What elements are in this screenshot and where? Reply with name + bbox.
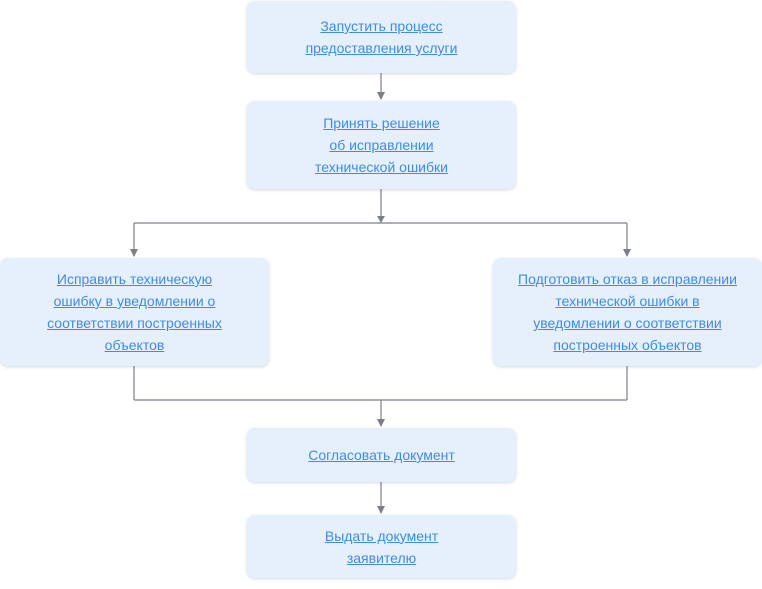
link-approve-document[interactable]: Согласовать документ <box>308 447 455 463</box>
link-decide-correction[interactable]: Принять решение об исправлении техническ… <box>315 115 448 175</box>
link-prepare-refusal[interactable]: Подготовить отказ в исправлении техничес… <box>518 271 737 353</box>
node-start-process: Запустить процесс предоставления услуги <box>247 1 516 73</box>
node-decide-correction: Принять решение об исправлении техническ… <box>247 101 516 189</box>
node-issue-document: Выдать документ заявителю <box>247 515 516 578</box>
node-prepare-refusal: Подготовить отказ в исправлении техничес… <box>493 258 762 366</box>
link-issue-document[interactable]: Выдать документ заявителю <box>324 527 439 566</box>
link-fix-error[interactable]: Исправить техническую ошибку в уведомлен… <box>47 271 222 353</box>
edge-decide-split-arrow <box>377 216 385 223</box>
node-fix-error: Исправить техническую ошибку в уведомлен… <box>0 258 269 366</box>
node-approve-document: Согласовать документ <box>247 428 516 482</box>
link-start-process[interactable]: Запустить процесс предоставления услуги <box>305 18 458 56</box>
